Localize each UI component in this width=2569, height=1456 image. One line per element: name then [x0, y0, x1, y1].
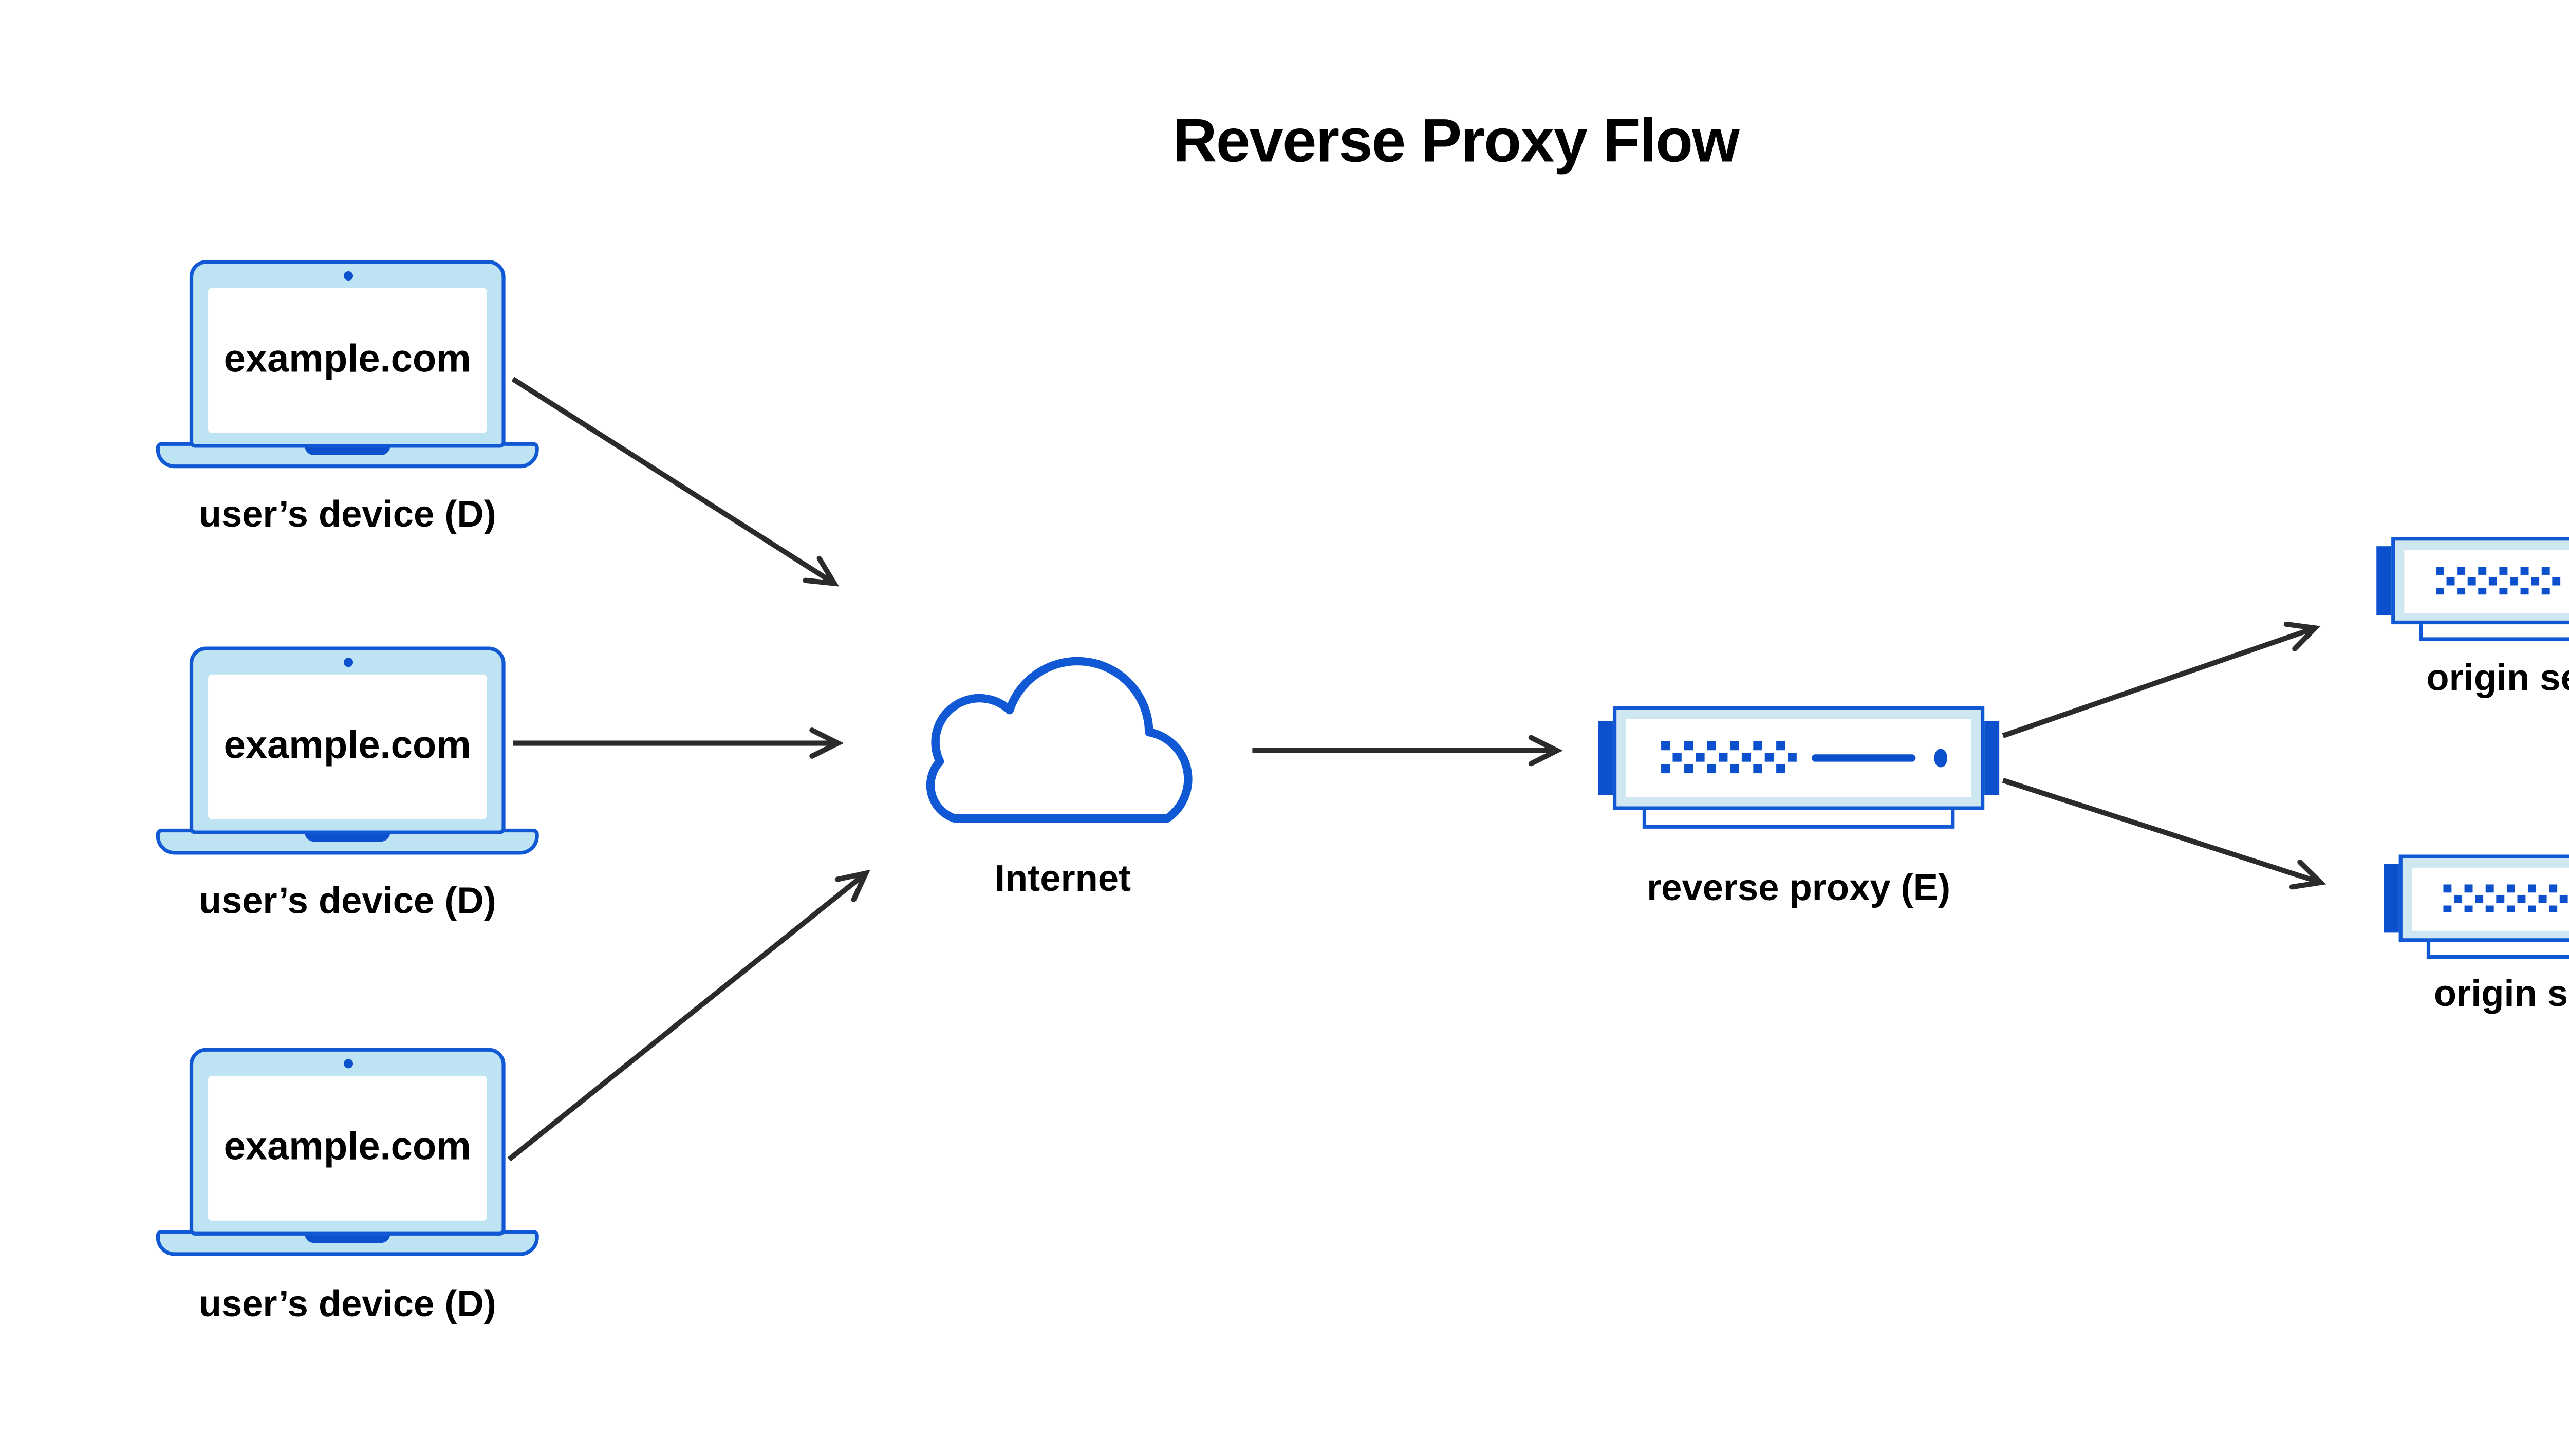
- laptop-hinge-notch: [305, 1234, 390, 1243]
- cloud-icon: [914, 650, 1207, 832]
- laptop-screen: example.com: [189, 1048, 506, 1236]
- laptop-icon: example.com: [156, 1048, 539, 1262]
- edge-proxy-origin1: [2002, 621, 2321, 738]
- laptop-screen: example.com: [189, 646, 506, 834]
- device-screen-text: example.com: [208, 288, 487, 433]
- edge-device3-internet: [507, 869, 871, 1162]
- device-label: user’s device (D): [198, 881, 496, 923]
- laptop-screen: example.com: [189, 260, 506, 448]
- webcam-dot-icon: [343, 271, 352, 281]
- vent-dots-icon: [2442, 883, 2567, 913]
- page-title: Reverse Proxy Flow: [1172, 106, 1740, 175]
- device-label: user’s device (D): [198, 495, 496, 536]
- device-label: user’s device (D): [198, 1284, 496, 1326]
- reverse-proxy-label: reverse proxy (E): [1647, 868, 1951, 910]
- server-icon: [1598, 706, 2000, 829]
- origin-server-label: origin server (F): [2433, 974, 2569, 1016]
- vent-dots-icon: [1661, 742, 1797, 774]
- server-face: [2411, 867, 2569, 930]
- webcam-dot-icon: [343, 1059, 352, 1069]
- laptop-hinge-notch: [305, 832, 390, 842]
- edge-device1-internet: [511, 377, 840, 587]
- device-screen-text: example.com: [208, 1075, 487, 1221]
- internet-label: Internet: [994, 859, 1131, 901]
- device-screen-text: example.com: [208, 674, 487, 819]
- origin-server-label: origin server (F): [2426, 658, 2569, 700]
- webcam-dot-icon: [343, 658, 352, 667]
- server-slot-line: [1811, 755, 1916, 761]
- power-dot-icon: [1934, 749, 1947, 767]
- server-body: [2398, 854, 2569, 942]
- server-face: [1626, 719, 1971, 797]
- laptop-hinge-notch: [305, 445, 390, 455]
- server-icon: [2376, 537, 2569, 645]
- edge-proxy-origin2: [2002, 778, 2326, 890]
- server-body: [2391, 537, 2569, 625]
- vent-dots-icon: [2435, 566, 2560, 595]
- server-icon: [2384, 854, 2569, 962]
- server-body: [1612, 706, 1985, 810]
- server-face: [2403, 549, 2569, 612]
- laptop-icon: example.com: [156, 260, 539, 474]
- laptop-icon: example.com: [156, 646, 539, 860]
